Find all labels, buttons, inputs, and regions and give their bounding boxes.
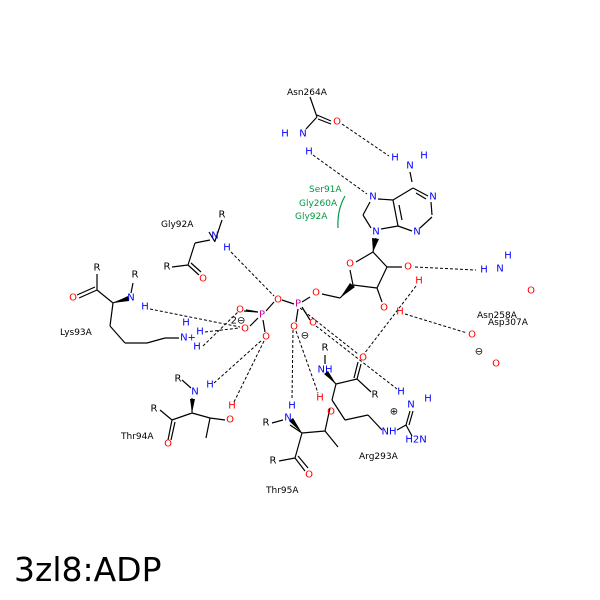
atom-label-n: N <box>211 231 218 242</box>
atom-label-n: N <box>299 129 306 140</box>
atom-label-o: O <box>527 286 535 297</box>
diagram-title: 3zl8:ADP <box>14 550 162 589</box>
atom-label-o: O <box>327 407 335 418</box>
atom-label-o: O <box>262 332 270 343</box>
atom-label-nh: NH <box>318 365 333 376</box>
atom-label-r: R <box>263 418 270 429</box>
atom-label-n: N <box>406 161 413 172</box>
atom-label-h: H <box>193 342 201 353</box>
atom-label-r: R <box>322 343 329 354</box>
atom-label-chg2: 2⊖ <box>231 316 246 327</box>
atom-label-o: O <box>164 439 172 450</box>
residue-label-thr94: Thr94A <box>120 432 154 442</box>
residue-label-asn258: Asn258A <box>477 311 518 321</box>
atom-label-h2n: H2N <box>405 435 426 446</box>
atom-label-o: O <box>312 288 320 299</box>
atom-label-chg1: ⊖ <box>301 331 309 342</box>
atom-label-r: R <box>164 262 171 273</box>
atom-label-h: H <box>415 276 423 287</box>
atom-label-n: N <box>496 264 503 275</box>
residue-label-lys93: Lys93A <box>60 328 93 338</box>
atom-label-p: P <box>259 310 265 321</box>
atom-label-h: H <box>305 147 313 158</box>
atom-label-h: H <box>424 394 432 405</box>
atom-label-o: O <box>346 259 354 270</box>
atom-label-o: O <box>468 330 476 341</box>
atom-label-n: N <box>372 227 379 238</box>
residue-label-asp307: Asp307A <box>488 318 529 328</box>
atom-label-nplus: N+ <box>180 333 196 344</box>
atom-label-r: R <box>175 374 182 385</box>
atom-label-o: O <box>492 359 500 370</box>
atom-label-o: O <box>380 303 388 314</box>
residue-label-thr95: Thr95A <box>265 486 299 496</box>
atom-label-o: O <box>359 353 367 364</box>
atom-label-o: O <box>333 117 341 128</box>
atom-label-h: H <box>391 153 399 164</box>
hydrophobic-label-ser91: Ser91A <box>309 185 342 195</box>
atom-label-r: R <box>219 210 226 221</box>
atom-label-r: R <box>132 270 139 281</box>
atom-label-h: H <box>504 251 512 262</box>
atom-label-h: H <box>206 380 214 391</box>
atom-label-o: O <box>305 470 313 481</box>
hydrophobic-label-gly260: Gly260A <box>299 199 338 209</box>
atom-label-r: R <box>94 263 101 274</box>
atom-label-r: R <box>270 456 277 467</box>
residue-label-arg293: Arg293A <box>359 452 399 462</box>
atom-label-p: P <box>295 299 301 310</box>
bonds <box>76 96 433 472</box>
atom-label-h: H <box>182 318 190 329</box>
atom-label-n: N <box>284 413 291 424</box>
atom-label-chg1: ⊖ <box>475 347 483 358</box>
residue-label-gly92: Gly92A <box>161 220 194 230</box>
atom-label-n: N <box>191 387 198 398</box>
atom-label-h: H <box>420 151 428 162</box>
hydrophobic-contact-arc <box>337 195 346 229</box>
atom-label-h: H <box>281 129 289 140</box>
atom-label-nh: NH <box>382 427 397 438</box>
hydrophobic-label-gly92: Gly92A <box>295 212 328 222</box>
atom-label-h: H <box>396 307 404 318</box>
atom-label-r: R <box>151 404 158 415</box>
atom-label-h: H <box>196 327 204 338</box>
atom-label-h: H <box>228 401 236 412</box>
atom-label-o: O <box>241 324 249 335</box>
atom-label-o: O <box>309 318 317 329</box>
atom-label-o: O <box>290 322 298 333</box>
atom-label-h: H <box>141 302 149 313</box>
atom-label-h: H <box>288 401 296 412</box>
atom-label-n: N <box>369 192 376 203</box>
atom-label-h: H <box>480 265 488 276</box>
atom-label-o: O <box>69 293 77 304</box>
atom-label-h: H <box>316 393 324 404</box>
atom-label-n: N <box>127 293 134 304</box>
hydrogen-bonds <box>149 123 477 403</box>
atom-label-o: O <box>404 262 412 273</box>
atom-label-h: H <box>223 243 231 254</box>
residue-label-asn264: Asn264A <box>287 88 328 98</box>
atom-label-n: N <box>413 227 420 238</box>
atom-label-plus: ⊕ <box>390 407 398 418</box>
atom-label-o: O <box>226 415 234 426</box>
atom-label-o: O <box>199 274 207 285</box>
atom-label-o: O <box>274 295 282 306</box>
atom-label-n: N <box>429 192 436 203</box>
atom-label-h: H <box>397 387 405 398</box>
atom-label-n: N <box>407 400 414 411</box>
atom-label-r: R <box>372 390 379 401</box>
atom-label-o: O <box>236 305 244 316</box>
